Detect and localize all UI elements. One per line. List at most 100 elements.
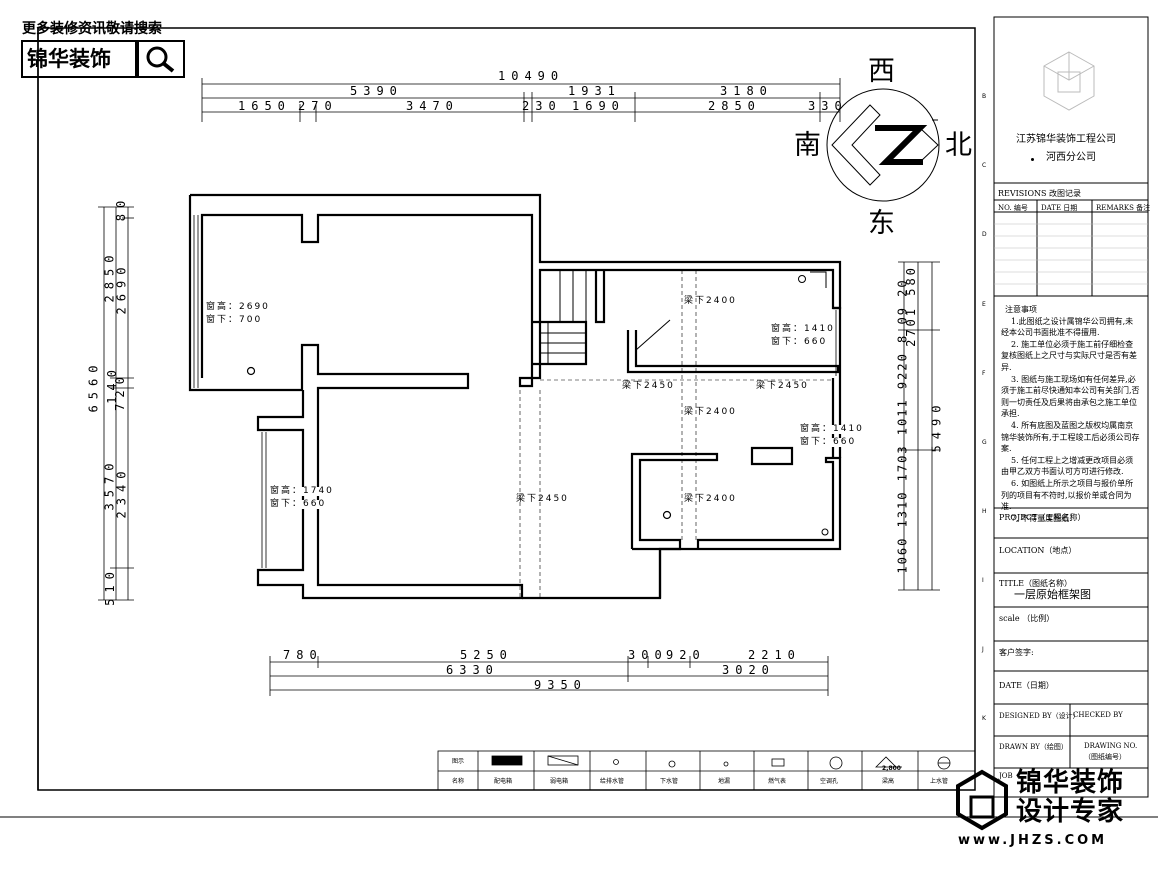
checked-by-label: CHECKED BY (1073, 711, 1123, 719)
pipe-marker (246, 366, 256, 376)
edge-letter: K (982, 715, 986, 722)
note-item: 6. 如图纸上所示之项目与报价单所列的项目有不符时,以报价单或合同为准. (1001, 478, 1134, 512)
ac-hole-icon (829, 756, 843, 770)
window-label-s: 窗下：660 (270, 499, 327, 509)
note-item: 5. 任何工程上之增减更改项目必须由甲乙双方书面认可方可进行修改. (1001, 455, 1134, 477)
water-pipe-icon (613, 759, 619, 765)
walls (188, 193, 842, 600)
right-dimension-lines (898, 261, 940, 591)
dim-bot-r1-4: 2210 (748, 648, 801, 662)
watermark-line2: 设计专家 (1016, 797, 1125, 827)
legend-item: 梁高 (882, 778, 895, 785)
dim-bot-r1-0: 780 (283, 648, 323, 662)
title-label: TITLE（图纸名称） (999, 579, 1072, 588)
search-icon (146, 46, 175, 73)
compass-east: 东 (868, 208, 895, 239)
window-label-s: 窗下：700 (206, 315, 263, 325)
dim-bot-r2-1: 3020 (722, 663, 775, 677)
dim-top-r2-3: 230 (522, 99, 562, 113)
legend-item: 地漏 (718, 778, 731, 785)
edge-letter: J (982, 646, 984, 653)
company-branch: 河西分公司 (1046, 152, 1096, 163)
notes-title: 注意事项 (1005, 305, 1037, 314)
note-item: 7. 不得量度图纸. (1011, 513, 1072, 523)
rev-no-label: NO. 编号 (998, 204, 1028, 212)
dim-left-c2-3: 510 (102, 566, 117, 606)
dim-top-r1-2: 3180 (720, 84, 773, 98)
window-label-h: 窗高：1740 (270, 486, 334, 496)
rev-date-label: DATE 日期 (1041, 204, 1078, 212)
edge-letter: E (982, 301, 986, 308)
compass-west: 西 (868, 56, 895, 87)
window-label-h: 窗高：1410 (771, 324, 835, 334)
edge-letter: B (982, 93, 987, 100)
edge-letter: H (982, 508, 987, 515)
dim-top-r2-2: 3470 (406, 99, 459, 113)
scale-label: scale （比例） (999, 614, 1055, 623)
window-label-h: 窗高：2690 (206, 302, 270, 312)
designed-by-label: DESIGNED BY（设计） (999, 712, 1080, 720)
compass-north: 北 (945, 130, 972, 161)
edge-letter: F (982, 370, 986, 377)
brand-name: 锦华装饰 (27, 46, 111, 71)
beam-label: 梁下2450 (756, 381, 809, 391)
note-item: 1.此图纸之设计属锦华公司拥有,未经本公司书面批准不得擅用. (1001, 316, 1134, 338)
window-label-s: 窗下：660 (800, 437, 857, 447)
legend-beam-value: 2,800 (882, 765, 901, 772)
note-item: 3. 图纸与施工现场如有任何差异,必须于施工前尽快通知本公司有关部门,否则一切责… (1001, 374, 1140, 419)
legend-item: 上水管 (930, 778, 949, 785)
edge-letter: G (982, 439, 987, 446)
beam-label: 梁下2400 (684, 494, 737, 504)
compass-symbol (826, 88, 940, 202)
legend-table (437, 750, 976, 791)
dim-left-c3-0: 80 (114, 194, 129, 222)
dim-top-r2-4: 1690 (572, 99, 625, 113)
legend-symbols (491, 755, 951, 770)
project-label: PROJECT（工程名称） (999, 513, 1086, 522)
drawing-no-label: DRAWING NO. (1084, 742, 1138, 750)
legend-item: 下水管 (660, 778, 679, 785)
legend-row-label: 名称 (452, 778, 465, 785)
dim-top-r2-1: 270 (298, 99, 338, 113)
client-signature-label: 客户签字: (999, 648, 1034, 657)
bottom-dimension-lines (269, 656, 829, 696)
legend-item: 给排水管 (600, 778, 625, 785)
legend-item: 配电箱 (494, 778, 513, 785)
brand-logo-box: 锦华装饰 (21, 40, 137, 78)
branch-bullet (1031, 158, 1034, 161)
distribution-box-icon (491, 755, 523, 766)
edge-letter: C (982, 162, 987, 169)
dim-top-total: 10490 (498, 69, 565, 83)
dim-top-r2-6: 330 (808, 99, 848, 113)
dim-bot-total: 9350 (534, 678, 587, 692)
dim-right-c3: 2701 580 (903, 265, 918, 347)
top-dimension-lines (201, 78, 841, 122)
left-dimension-lines (98, 206, 134, 601)
dim-left-total: 6560 (86, 359, 101, 413)
weak-current-box-icon (547, 755, 579, 766)
edge-letter: I (982, 577, 984, 584)
dim-left-c3-2: 720 (112, 371, 127, 411)
dim-bot-r1-3: 920 (666, 648, 706, 662)
gas-meter-icon (771, 758, 785, 767)
dim-right-c2: 5490 (929, 399, 944, 453)
location-label: LOCATION（地点） (999, 546, 1077, 555)
dim-top-r2-5: 2850 (708, 99, 761, 113)
search-button[interactable] (137, 40, 185, 78)
dim-top-r1-1: 1931 (568, 84, 621, 98)
corner-door (798, 271, 827, 288)
drawn-by-label: DRAWN BY（绘图） (999, 743, 1068, 751)
dim-left-c3-3: 2340 (114, 465, 129, 519)
dim-bot-r1-1: 5250 (460, 648, 513, 662)
window-frames (193, 215, 837, 568)
note-item: 4. 所有底图及蓝图之版权均属南京锦华装饰所有,于工程竣工后必须公司存案. (1001, 420, 1140, 454)
beam-label: 梁下2400 (684, 296, 737, 306)
job-label: JOB (999, 772, 1013, 780)
dim-top-r2-0: 1650 (238, 99, 291, 113)
note-item: 2. 施工单位必须于施工前仔细检查复核图纸上之尺寸与实际尺寸是否有差异. (1001, 339, 1137, 372)
drawing-no-label-cn: （图纸编号） (1084, 753, 1126, 761)
window-label-h: 窗高：1410 (800, 424, 864, 434)
watermark-url: www.JHZS.COM (958, 833, 1108, 848)
legend-item: 弱电箱 (550, 778, 569, 785)
header-text: 更多装修资讯敬请搜索 (22, 21, 162, 37)
